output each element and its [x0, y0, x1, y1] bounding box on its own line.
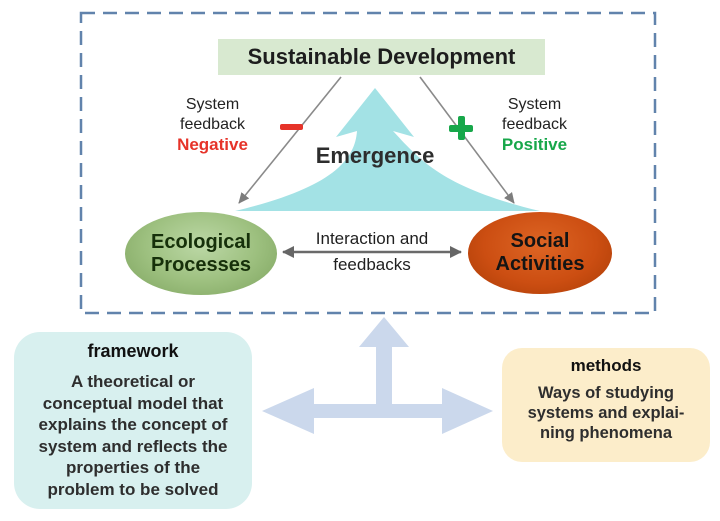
ecological-processes-node: Ecological Processes — [125, 212, 277, 295]
negative-feedback-line1: System — [185, 96, 240, 113]
horizontal-arrow-shaft — [310, 404, 446, 418]
up-arrow-shaft — [376, 345, 392, 413]
social-node-line1: Social — [510, 230, 570, 252]
positive-feedback-line3: Positive — [501, 135, 568, 154]
framework-body-line: conceptual model that — [42, 393, 224, 413]
positive-feedback-line1: System — [507, 96, 562, 113]
framework-body-line: properties of the — [65, 458, 201, 477]
methods-body-line: Ways of studying — [538, 384, 674, 402]
framework-box-title: framework — [87, 341, 179, 361]
sustainable-development-title: Sustainable Development — [218, 39, 545, 75]
methods-body-line: ning phenomena — [540, 424, 672, 442]
methods-box-title: methods — [570, 356, 642, 375]
up-arrow-head — [359, 317, 409, 347]
framework-box: framework A theoretical or conceptual mo… — [14, 332, 252, 509]
minus-icon — [280, 124, 303, 130]
left-arrow-head — [262, 388, 314, 434]
negative-feedback-line2: feedback — [180, 116, 245, 133]
framework-body-line: explains the concept of — [38, 415, 228, 434]
methods-box-body: Ways of studying systems and explai- nin… — [502, 383, 710, 443]
methods-body-line: systems and explai- — [527, 404, 685, 422]
positive-feedback-line2: feedback — [502, 116, 567, 133]
ecological-node-line2: Processes — [150, 253, 252, 276]
framework-body-line: A theoretical or — [70, 372, 196, 391]
framework-body-line: problem to be solved — [47, 479, 219, 499]
social-node-line2: Activities — [495, 253, 585, 275]
ecological-node-line1: Ecological — [150, 230, 252, 253]
interaction-label: Interaction and feedbacks — [290, 226, 454, 278]
methods-box: methods Ways of studying systems and exp… — [502, 348, 710, 462]
right-arrow-head — [442, 388, 493, 434]
emergence-arrow-shape — [235, 88, 540, 211]
emergence-label: Emergence — [315, 143, 435, 168]
dashed-border — [79, 11, 657, 315]
interaction-label-line2: feedbacks — [333, 255, 411, 274]
feedback-connector-left — [238, 76, 342, 204]
interaction-label-line1: Interaction and — [315, 229, 429, 248]
negative-feedback-label: System feedback Negative — [160, 95, 265, 155]
connector-block-arrows — [262, 317, 493, 434]
feedback-connector-right — [419, 76, 515, 204]
negative-feedback-line3: Negative — [177, 135, 248, 154]
plus-icon — [449, 116, 473, 140]
framework-body-line: system and reflects the — [38, 436, 228, 456]
positive-feedback-label: System feedback Positive — [482, 95, 587, 155]
framework-box-body: A theoretical or conceptual model that e… — [14, 371, 252, 500]
social-activities-node: Social Activities — [468, 212, 612, 294]
